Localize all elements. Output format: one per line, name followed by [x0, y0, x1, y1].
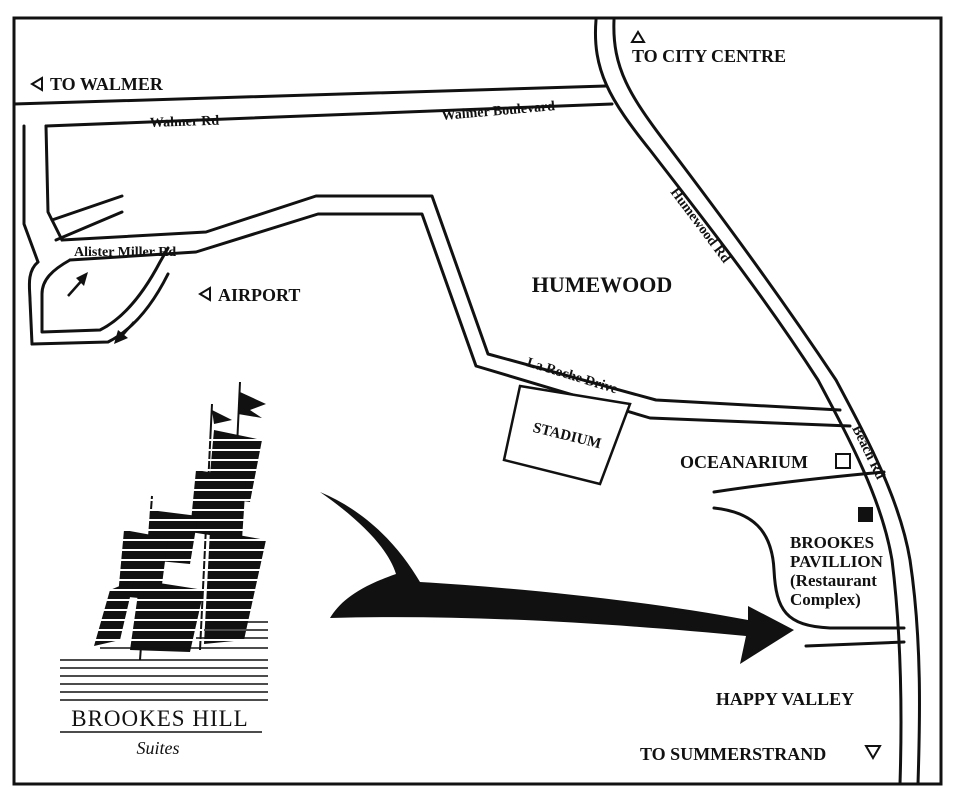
up-triangle-icon: [630, 30, 646, 43]
logo-tagline: Suites: [137, 738, 180, 758]
walmer-road[interactable]: [12, 84, 614, 128]
one-way-arrow-down-icon: [114, 321, 135, 344]
brookes-hill-logo: BROOKES HILL Suites: [60, 706, 262, 758]
brookes-pavillion[interactable]: BROOKES PAVILLION (Restaurant Complex): [790, 507, 884, 609]
pavillion-access-road[interactable]: [712, 470, 906, 648]
to-summerstrand-label: TO SUMMERSTRAND: [640, 744, 826, 764]
pavillion-line-2: PAVILLION: [790, 552, 884, 571]
to-walmer-label: TO WALMER: [50, 74, 164, 94]
big-curved-arrow-icon: [320, 492, 794, 664]
left-connector-roads[interactable]: [22, 124, 124, 346]
stadium[interactable]: STADIUM: [502, 384, 632, 486]
humewood-area-label: HUMEWOOD: [532, 272, 673, 297]
airport-direction[interactable]: AIRPORT: [198, 285, 300, 305]
left-triangle-icon: [198, 286, 211, 302]
oceanarium-label: OCEANARIUM: [680, 452, 808, 472]
ship-logo-icon: [60, 381, 270, 701]
one-way-arrow-up-icon: [67, 272, 88, 297]
map-border: [12, 16, 943, 786]
stadium-outline: [502, 384, 632, 486]
pavillion-line-3: (Restaurant: [790, 571, 877, 590]
humewood-beach-road[interactable]: [593, 18, 922, 786]
happy-valley-label: HAPPY VALLEY: [716, 689, 854, 709]
pavillion-line-4: Complex): [790, 590, 861, 609]
alister-miller-road[interactable]: [30, 194, 852, 428]
to-summerstrand-direction[interactable]: TO SUMMERSTRAND: [640, 744, 882, 764]
airport-label: AIRPORT: [218, 285, 300, 305]
oceanarium-marker-icon: [835, 453, 851, 469]
down-triangle-icon: [864, 745, 882, 760]
alister-miller-rd-label: Alister Miller Rd: [74, 245, 176, 260]
to-walmer-direction[interactable]: TO WALMER: [30, 74, 164, 94]
pavillion-line-1: BROOKES: [790, 533, 874, 552]
to-city-centre-label: TO CITY CENTRE: [632, 46, 786, 66]
pavillion-marker-icon: [858, 507, 873, 522]
left-triangle-icon: [30, 76, 43, 92]
to-city-centre-direction[interactable]: TO CITY CENTRE: [630, 30, 786, 66]
logo-name: BROOKES HILL: [71, 706, 248, 731]
oceanarium[interactable]: OCEANARIUM: [680, 452, 851, 472]
walmer-rd-label: Walmer Rd: [150, 114, 220, 131]
